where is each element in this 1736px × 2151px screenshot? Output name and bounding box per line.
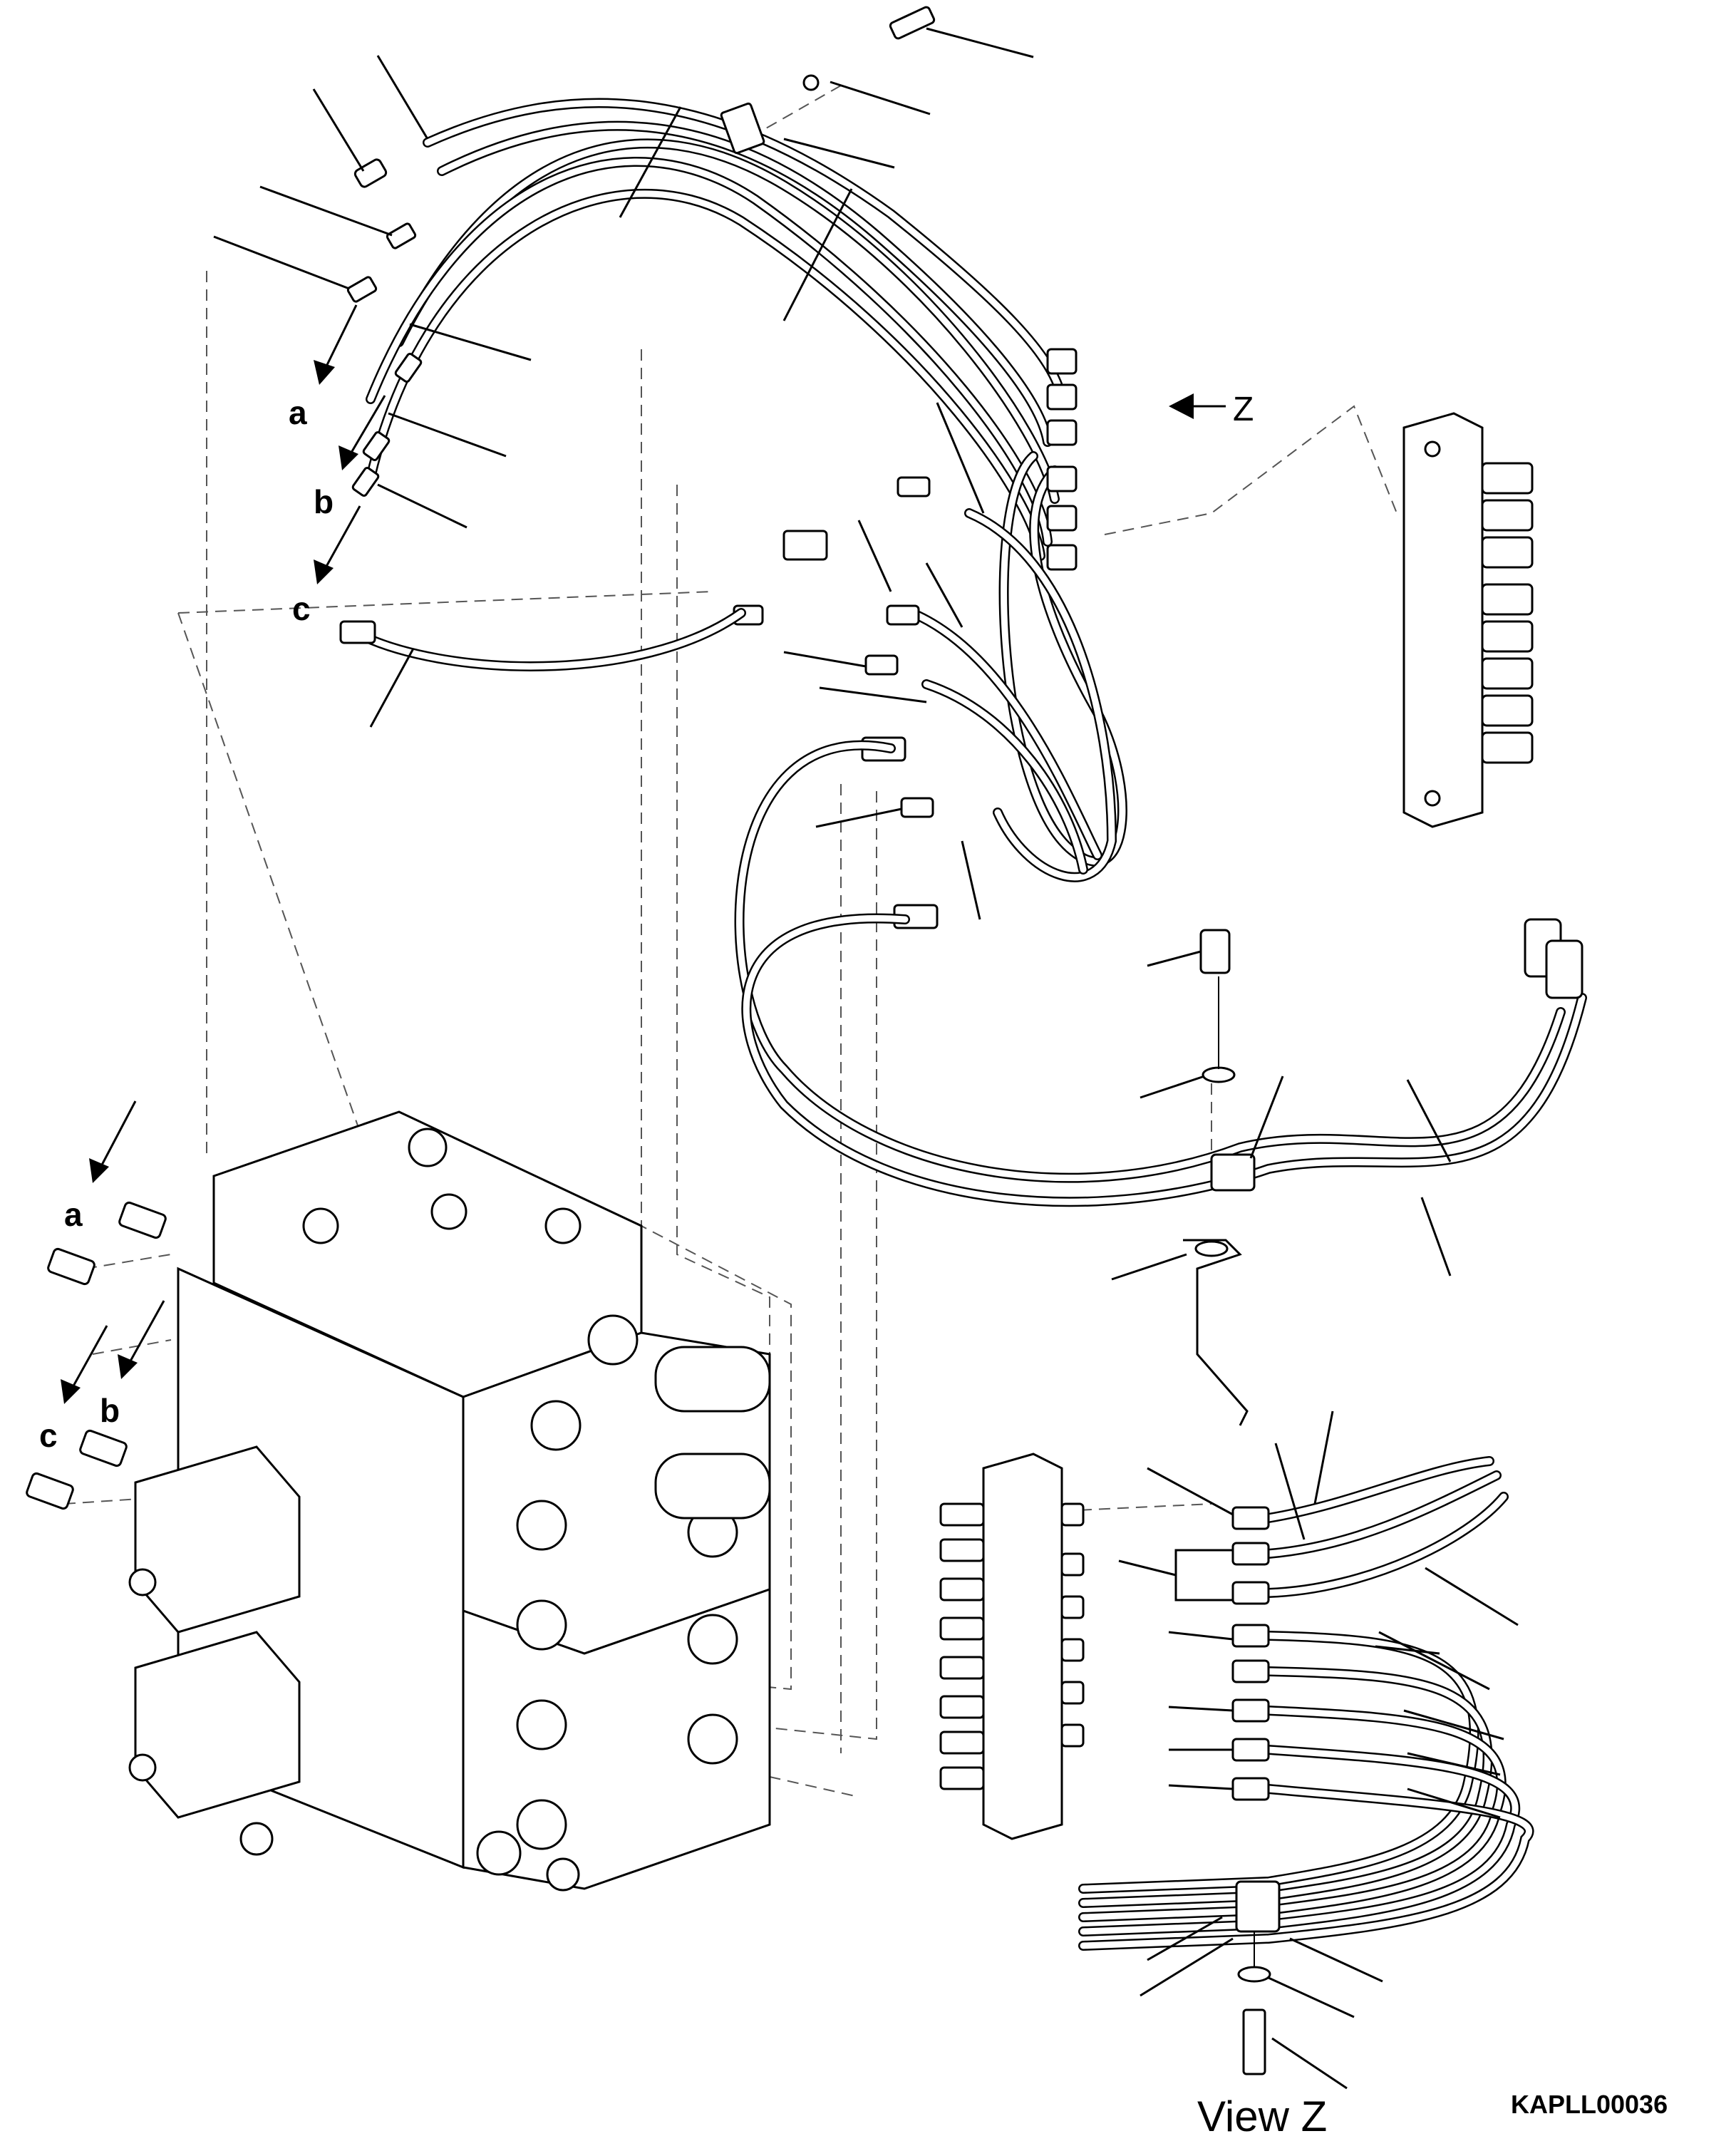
label-b-lower: b: [100, 1392, 120, 1429]
mounting-bracket-parts: [1183, 929, 1249, 1426]
drawing-code: KAPLL00036: [1511, 2090, 1668, 2119]
long-hose-assembly: [734, 740, 1587, 1207]
upper-hose-bundle: [366, 98, 1127, 882]
valve-side-connectors: [26, 1201, 167, 1510]
connection-arrows: [61, 304, 1226, 1404]
short-pilot-hose: [339, 608, 746, 671]
label-c-lower: c: [39, 1417, 58, 1454]
leader-lines: [213, 27, 1519, 2090]
view-z-hose-bundle: [1078, 1456, 1534, 2075]
upper-fittings: [346, 6, 1078, 929]
manifold-block-view-z-top: [1402, 412, 1534, 828]
label-a-lower: a: [64, 1196, 83, 1233]
manifold-block-view-z-bottom: [939, 1453, 1085, 1840]
label-b-upper: b: [314, 483, 334, 520]
diagram-labels: a b c a b c Z View Z KAPLL00036: [39, 391, 1668, 2140]
control-valve-body: [128, 1110, 771, 1892]
label-c-upper: c: [292, 590, 311, 627]
label-a-upper: a: [289, 394, 307, 431]
view-arrow-label: Z: [1233, 391, 1254, 428]
view-caption: View Z: [1197, 2093, 1327, 2140]
